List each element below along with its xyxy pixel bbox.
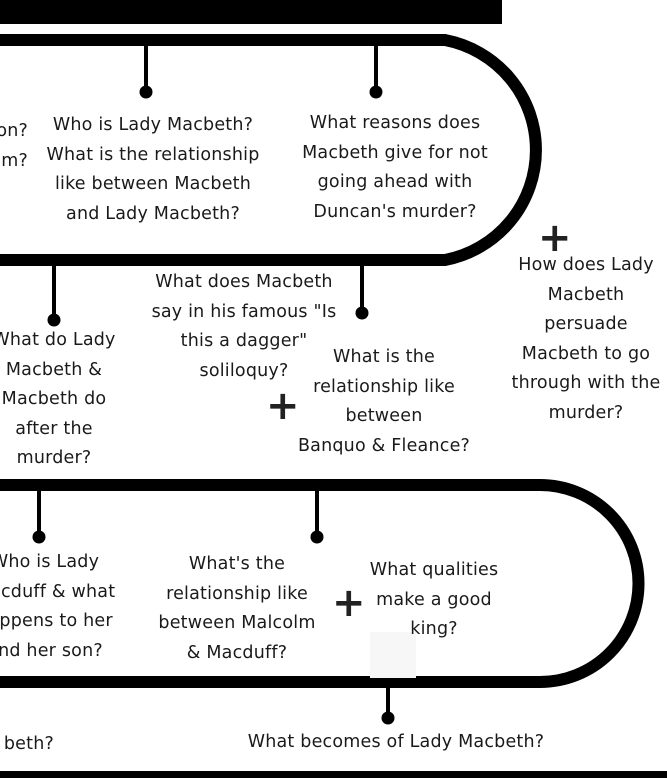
plus-icon: + [266, 383, 300, 429]
top-bar [0, 0, 502, 24]
plus-icon: + [538, 215, 572, 261]
connector-lady-macduff [32, 489, 46, 544]
connector-becomes [381, 686, 395, 725]
light-patch [370, 632, 416, 678]
connector-malcolm [310, 489, 324, 544]
question-bottom-left-fragment: beth? [3, 734, 54, 754]
bottom-line [0, 771, 667, 778]
connector-reasons [369, 44, 383, 99]
connector-lady-macbeth [139, 44, 153, 99]
plus-icon: + [332, 580, 366, 626]
timeline-loop-upper [0, 34, 542, 266]
question-lady-macduff: Who is LadyMacduff & whathappens to hera… [0, 552, 116, 661]
question-top-left-fragment: on?m? [0, 121, 28, 171]
question-becomes: What becomes of Lady Macbeth? [247, 732, 545, 752]
connector-dagger [355, 264, 369, 320]
connector-after-murder [47, 264, 61, 327]
timeline-loop-lower [0, 479, 645, 688]
question-lady-macbeth: Who is Lady Macbeth?What is the relation… [46, 115, 260, 224]
